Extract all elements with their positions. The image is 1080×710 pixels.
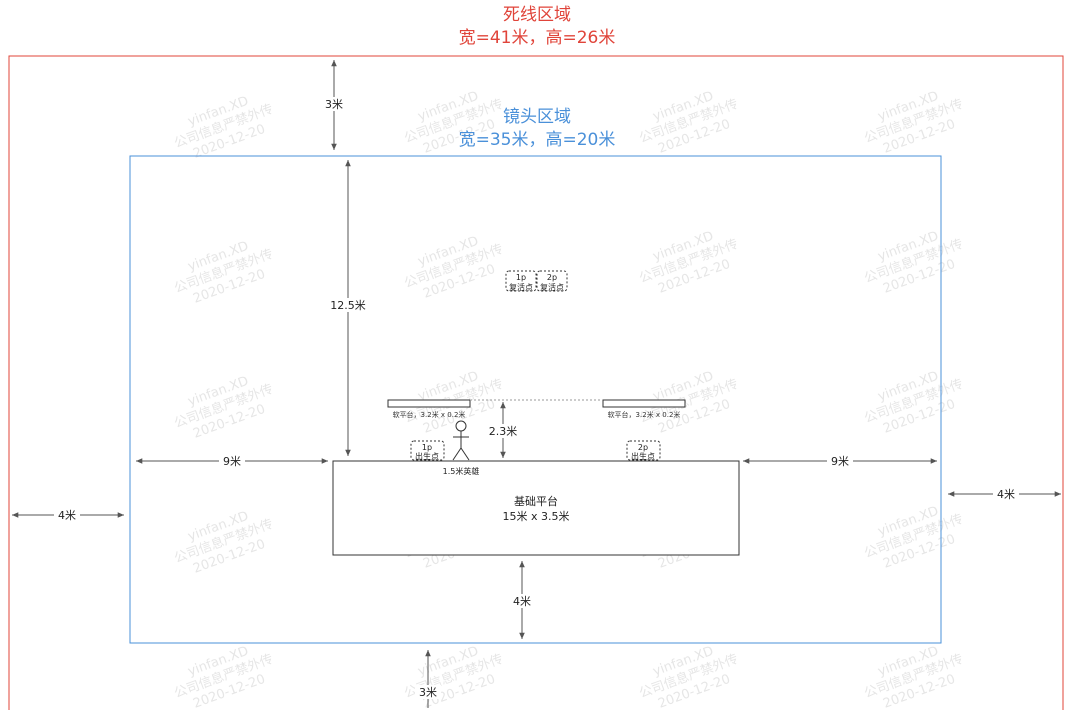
watermark: yinfan.XD 公司信息严禁外传 2020-12-20 <box>862 369 965 437</box>
soft-platform-left-label: 软平台，3.2米 x 0.2米 <box>393 410 466 419</box>
watermark: yinfan.XD 公司信息严禁外传 2020-12-20 <box>862 89 965 157</box>
soft-platform-right-label: 软平台，3.2米 x 0.2米 <box>608 410 681 419</box>
label-left-dead-gap: 4米 <box>58 509 76 522</box>
label-camera-to-base: 12.5米 <box>330 299 366 312</box>
watermark: yinfan.XD 公司信息严禁外传 2020-12-20 <box>862 644 965 710</box>
spawn-point-1p-top: 1p <box>422 443 432 452</box>
dead-zone-title: 死线区域 <box>503 5 571 25</box>
respawn-point-2p-top: 2p <box>547 273 557 282</box>
label-base-to-camera-bottom: 4米 <box>513 595 531 608</box>
base-platform-size: 15米 x 3.5米 <box>503 510 570 523</box>
respawn-point-1p-bottom: 复活点 <box>509 282 533 292</box>
watermark: yinfan.XD 公司信息严禁外传 2020-12-20 <box>862 504 965 572</box>
respawn-point-2p <box>536 270 568 292</box>
camera-zone-size: 宽=35米，高=20米 <box>459 130 616 150</box>
watermark: yinfan.XD 公司信息严禁外传 2020-12-20 <box>172 239 275 307</box>
watermark: yinfan.XD 公司信息严禁外传 2020-12-20 <box>172 374 275 442</box>
watermark: yinfan.XD 公司信息严禁外传 2020-12-20 <box>637 644 740 710</box>
camera-zone-title: 镜头区域 <box>503 107 571 127</box>
watermark: yinfan.XD 公司信息严禁外传 2020-12-20 <box>402 644 505 710</box>
spawn-point-2p <box>626 440 661 461</box>
label-right-base-gap: 9米 <box>831 455 849 468</box>
label-top-dead-gap: 3米 <box>325 98 343 111</box>
soft-platform-right <box>602 399 686 408</box>
dead-zone-size: 宽=41米，高=26米 <box>459 28 616 48</box>
respawn-point-1p-top: 1p <box>516 273 526 282</box>
spawn-point-1p <box>410 440 445 461</box>
spawn-point-1p-bottom: 出生点 <box>415 451 439 461</box>
stick-figure-icon <box>452 420 470 461</box>
spawn-point-2p-top: 2p <box>638 443 648 452</box>
respawn-point-1p <box>505 270 537 292</box>
watermark: yinfan.XD 公司信息严禁外传 2020-12-20 <box>637 89 740 157</box>
label-left-base-gap: 9米 <box>223 455 241 468</box>
watermark: yinfan.XD 公司信息严禁外传 2020-12-20 <box>172 94 275 162</box>
respawn-point-2p-bottom: 复活点 <box>540 282 564 292</box>
watermark-layer: yinfan.XD 公司信息严禁外传 2020-12-20 yinfan.XD … <box>172 89 965 710</box>
label-bottom-dead-gap: 3米 <box>419 686 437 699</box>
hero-label: 1.5米英雄 <box>443 466 480 476</box>
camera-zone-boundary <box>129 155 942 644</box>
watermark: yinfan.XD 公司信息严禁外传 2020-12-20 <box>402 234 505 302</box>
watermark: yinfan.XD 公司信息严禁外传 2020-12-20 <box>172 644 275 710</box>
base-platform-title: 基础平台 <box>514 494 558 508</box>
label-soft-platform-height: 2.3米 <box>489 425 518 438</box>
watermark: yinfan.XD 公司信息严禁外传 2020-12-20 <box>637 229 740 297</box>
spawn-point-2p-bottom: 出生点 <box>631 451 655 461</box>
soft-platform-left <box>387 399 471 408</box>
watermark: yinfan.XD 公司信息严禁外传 2020-12-20 <box>862 229 965 297</box>
base-platform <box>332 460 740 556</box>
watermark: yinfan.XD 公司信息严禁外传 2020-12-20 <box>172 509 275 577</box>
dead-zone-boundary <box>8 55 1064 710</box>
label-right-dead-gap: 4米 <box>997 488 1015 501</box>
